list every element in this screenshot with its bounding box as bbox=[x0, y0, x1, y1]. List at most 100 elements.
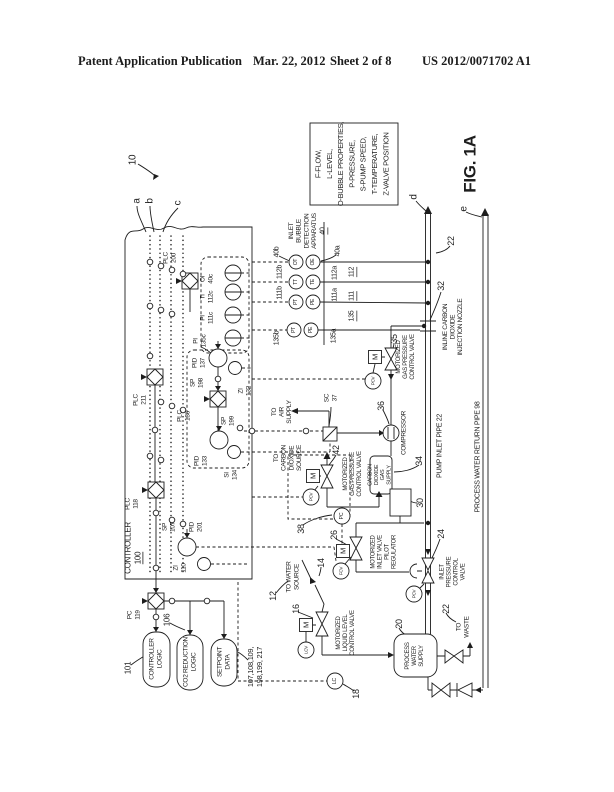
label-inline-nozzle-l1: DIOXIDE bbox=[450, 314, 457, 340]
label-co2-gas-supply-l2: GAS bbox=[380, 469, 386, 480]
label-inlet-pcv-l2: CONTROL bbox=[454, 557, 460, 585]
label-inlet-pcv-l1: PRESSURE bbox=[446, 556, 452, 587]
legend-line-1: L-LEVEL, bbox=[325, 149, 334, 179]
process-water-supply-tank bbox=[393, 633, 438, 678]
label-to-water-source-l1: SOURCE bbox=[293, 563, 300, 590]
label-plc-200-l0: PLC bbox=[163, 252, 170, 264]
figure-arrowheads bbox=[141, 174, 489, 693]
label-controller-logic-l1: LOGIC bbox=[156, 649, 163, 668]
pc-controller-38-symbol bbox=[333, 507, 351, 525]
label-pid-137-l0: PID bbox=[192, 357, 199, 368]
valve-30-box bbox=[389, 488, 412, 517]
oe-element-40a-letters: OE bbox=[310, 258, 316, 266]
motor-actuator-16-letters: M bbox=[302, 622, 311, 628]
label-pi-135c-l0: PI bbox=[193, 338, 200, 344]
controller-internal-lines bbox=[154, 289, 225, 636]
compressor-symbol bbox=[382, 424, 400, 442]
plc-118-diamond bbox=[147, 481, 165, 499]
label-motorized-gas-pcv-42-l0: MOTORIZED bbox=[343, 456, 349, 490]
label-co2-gas-supply-l0: CARBON bbox=[367, 464, 373, 486]
ref-10: 10 bbox=[128, 154, 139, 165]
label-sc-37-l0: SC bbox=[324, 393, 331, 402]
check-valve bbox=[456, 682, 473, 698]
ref-36: 36 bbox=[376, 401, 386, 411]
label-motorized-gas-pcv-35-l0: MOTORIZED bbox=[396, 339, 402, 373]
label-motorized-inlet-pilot-l3: REGULATOR bbox=[392, 534, 398, 569]
indicator-chords bbox=[225, 272, 241, 339]
figure-symbols bbox=[142, 258, 473, 698]
ref-111: 111 bbox=[349, 291, 356, 301]
label-plc-118-l1: 118 bbox=[132, 499, 139, 509]
label-pid-201-l0: PID bbox=[189, 521, 196, 532]
label-process-water-supply-l0: PROCESS bbox=[405, 642, 411, 670]
label-motorized-inlet-pilot-l1: INLET VALVE bbox=[377, 535, 383, 569]
pe-element-111a-symbol bbox=[305, 294, 321, 310]
figure-linework bbox=[124, 122, 489, 697]
ref-34: 34 bbox=[414, 456, 424, 466]
label-motorized-lcv-l1: LIQUID LEVEL bbox=[343, 614, 349, 652]
motor-actuator-26-symbol bbox=[336, 544, 350, 558]
legend-line-0: F-FLOW, bbox=[314, 150, 323, 179]
header-date: Mar. 22, 2012 bbox=[253, 54, 326, 68]
label-sp-199-l0: SP bbox=[221, 417, 228, 425]
label-to-waste-l0: TO bbox=[456, 623, 463, 632]
tt-transmitter-112b-symbol bbox=[288, 274, 304, 290]
ref-setpoint-numbers-l0: 107,108,109, bbox=[246, 647, 255, 687]
label-to-co2-source-l2: DIOXIDE bbox=[288, 445, 295, 471]
ref-112: 112 bbox=[349, 266, 356, 277]
pcv-valve-42-letters: PCV bbox=[309, 491, 314, 501]
label-motorized-lcv-l2: CONTROL VALVE bbox=[350, 610, 356, 656]
pid-137-circle bbox=[208, 348, 228, 368]
plc-136-diamond bbox=[209, 390, 227, 408]
fcv-valve-26-letters: FCV bbox=[339, 566, 344, 576]
pt-transmitter-111b-letters: PT bbox=[293, 299, 299, 305]
legend-line-5: T-TEMPERATURE, bbox=[370, 133, 379, 194]
ref-38: 38 bbox=[296, 524, 306, 534]
label-motorized-inlet-pilot-l2: PILOT bbox=[385, 543, 391, 559]
plc-211-diamond bbox=[146, 368, 164, 386]
valve-24 bbox=[421, 557, 435, 584]
label-ti-112c-l1: 112c bbox=[207, 290, 214, 303]
drain-valve bbox=[431, 682, 451, 698]
label-pump-inlet-pipe: PUMP INLET PIPE 22 bbox=[437, 414, 444, 478]
ref-112b: 112b bbox=[277, 265, 284, 279]
motor-actuator-35-symbol bbox=[368, 350, 382, 364]
label-compressor: COMPRESSOR bbox=[401, 410, 408, 455]
pc-controller-38-letters: PC bbox=[339, 512, 345, 519]
pcv-valve-35-letters: PCV bbox=[371, 375, 376, 385]
ref-24: 24 bbox=[436, 529, 446, 539]
plc-200-diamond bbox=[181, 272, 199, 290]
label-zi-132-l1: 132 bbox=[245, 385, 252, 396]
pt-transmitter-111b-symbol bbox=[288, 294, 304, 310]
pc-119-diamond bbox=[147, 592, 165, 610]
ref-22-waste: 22 bbox=[441, 604, 451, 614]
label-motorized-gas-pcv-35-l2: CONTROL VALVE bbox=[410, 334, 416, 380]
label-process-water-return: PROCESS WATER RETURN PIPE 98 bbox=[475, 401, 482, 512]
ref-14: 14 bbox=[316, 558, 326, 568]
label-co2-reduction-logic-l0: CO2 REDUCTION bbox=[183, 636, 190, 687]
label-pi-135c-l1: 135c bbox=[200, 334, 207, 348]
line-c: c bbox=[173, 200, 184, 205]
pe-element-135a-letters: PE bbox=[308, 326, 314, 333]
ot-transmitter-40b-symbol bbox=[288, 254, 304, 270]
ref-35: 35 bbox=[389, 334, 399, 344]
ref-135: 135 bbox=[349, 310, 356, 321]
ref-20: 20 bbox=[394, 619, 404, 629]
label-pid-201-l1: 201 bbox=[196, 521, 203, 532]
node-circles bbox=[146, 258, 310, 621]
motor-actuator-16-symbol bbox=[299, 618, 313, 632]
pid-133-circle bbox=[209, 430, 229, 450]
label-setpoint-data-l0: SETPOINT bbox=[217, 647, 224, 677]
label-sp-198-l1: 198 bbox=[197, 377, 204, 388]
label-inlet-pcv-l3: VALVE bbox=[461, 563, 467, 580]
label-motorized-gas-pcv-42-l2: CONTROL VALVE bbox=[357, 451, 363, 497]
label-process-water-supply-l1: WATER bbox=[412, 645, 418, 665]
ref-40: 40 bbox=[320, 227, 327, 235]
label-oi-40c-l0: OI bbox=[200, 275, 207, 282]
label-pid-133-l0: PID bbox=[194, 455, 201, 466]
ref-135a: 135a bbox=[331, 328, 338, 343]
te-element-112a-symbol bbox=[305, 274, 321, 290]
pcv-valve-24-symbol bbox=[405, 585, 423, 603]
